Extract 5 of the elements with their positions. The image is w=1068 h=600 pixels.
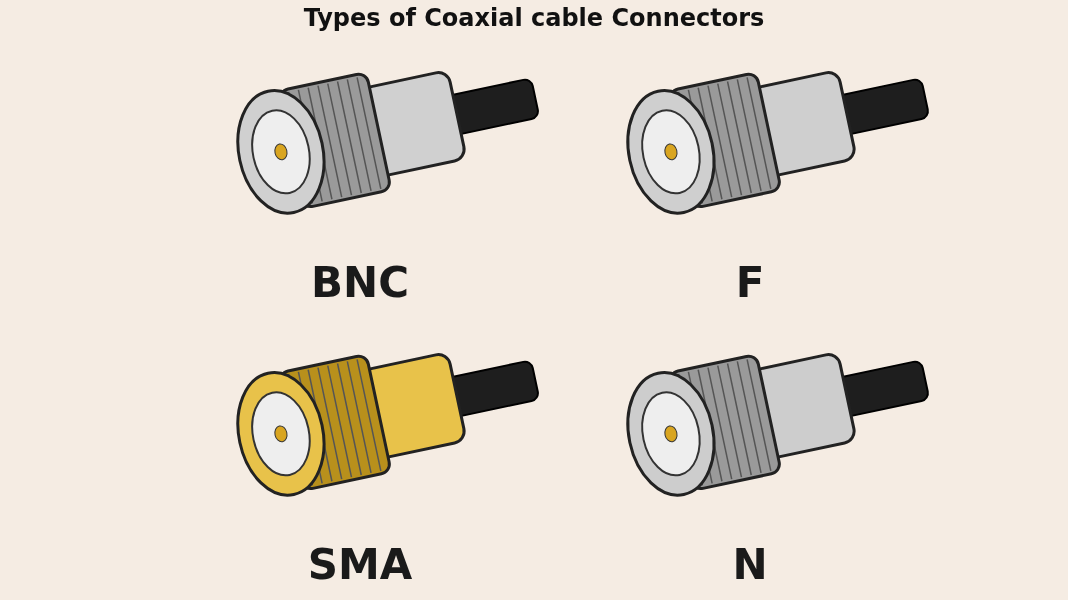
diagram-title: Types of Coaxial cable Connectors [303,4,765,32]
connector-label: BNC [311,258,409,307]
connector-label: SMA [307,540,413,589]
connector-label: N [732,540,768,589]
connector-label: F [735,258,765,307]
